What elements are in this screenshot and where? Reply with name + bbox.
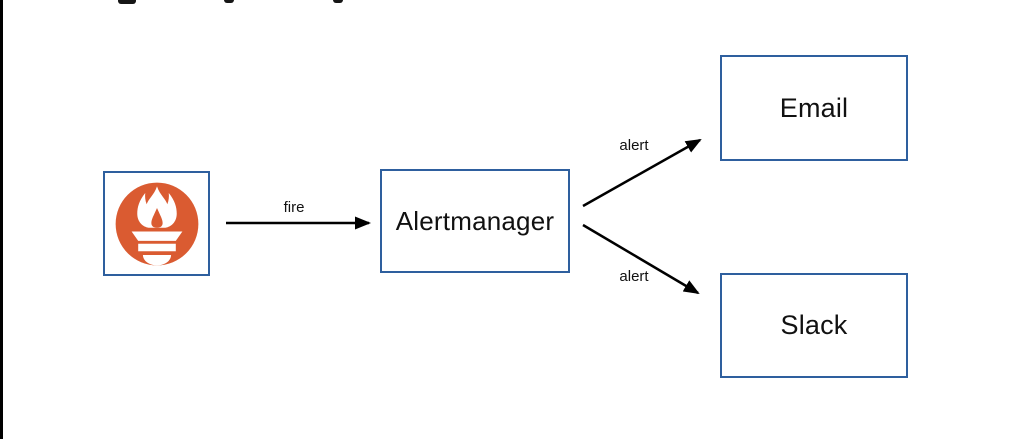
node-email-label: Email (779, 92, 849, 123)
node-slack-label: Slack (780, 310, 848, 340)
left-edge-bar (0, 0, 3, 439)
prometheus-logo-icon (115, 182, 198, 265)
edge-alert-email-label: alert (619, 137, 649, 154)
node-email: Email (720, 55, 908, 161)
node-alertmanager: Alertmanager (380, 169, 570, 273)
node-alertmanager-label: Alertmanager (395, 205, 555, 236)
edge-fire-label: fire (283, 199, 305, 216)
cropped-text-fragment (118, 0, 136, 4)
cropped-text-fragment (333, 0, 343, 3)
edge-alert-slack-label: alert (619, 268, 649, 285)
cropped-text-fragment (224, 0, 234, 3)
node-prometheus (103, 171, 210, 276)
node-slack: Slack (720, 273, 908, 378)
